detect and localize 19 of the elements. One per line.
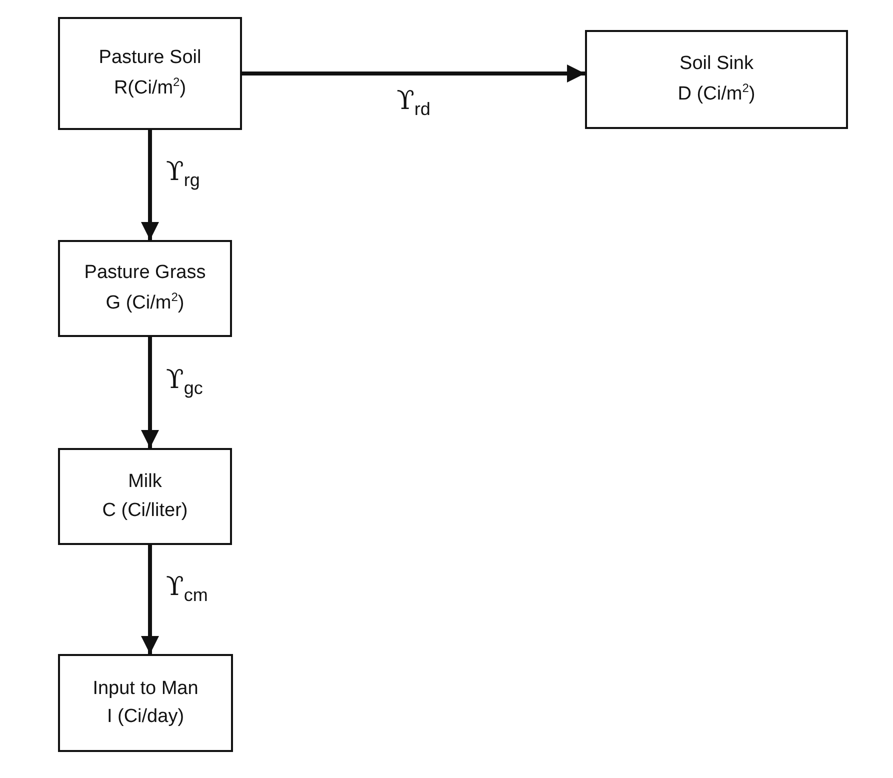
arrow bbox=[141, 337, 159, 448]
arrow bbox=[141, 130, 159, 240]
arrow bbox=[242, 64, 585, 82]
compartment-box bbox=[58, 448, 232, 545]
compartment-box bbox=[58, 240, 232, 337]
arrow bbox=[141, 545, 159, 654]
box-text: G (Ci/m$^{2}$) bbox=[106, 288, 184, 316]
box-text: I (Ci/day) bbox=[106, 705, 184, 729]
box-text: Input to Man bbox=[92, 676, 198, 700]
box-text: C (Ci/liter) bbox=[102, 498, 188, 522]
box-text: D (Ci/m$^{2}$) bbox=[678, 80, 756, 106]
box-text: Pasture Grass bbox=[84, 261, 206, 286]
box-text: Pasture Soil bbox=[98, 46, 202, 70]
box-text: Milk bbox=[128, 470, 162, 494]
box-text: R(Ci/m$^{2}$) bbox=[114, 74, 186, 100]
box-text: Soil Sink bbox=[680, 52, 754, 76]
compartment-box bbox=[585, 30, 848, 129]
compartment-box bbox=[58, 654, 233, 752]
compartment-box bbox=[58, 17, 242, 130]
